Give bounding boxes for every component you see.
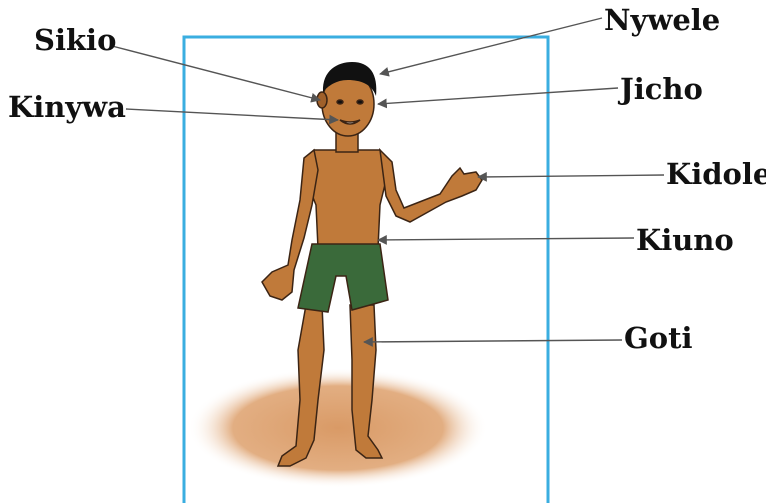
label-sikio: Sikio [34, 26, 116, 55]
pointer-kinywa [126, 109, 338, 120]
pointer-kidole [478, 175, 664, 177]
label-jicho: Jicho [620, 75, 703, 104]
pointer-kiuno [378, 238, 634, 240]
pointer-sikio [112, 46, 320, 100]
eye [337, 100, 343, 104]
right-arm [380, 150, 482, 222]
green-shorts [298, 244, 388, 312]
eye [357, 100, 363, 104]
label-kinywa: Kinywa [8, 93, 126, 122]
label-kidole: Kidole [666, 160, 766, 189]
pointer-jicho [378, 88, 618, 104]
label-goti: Goti [624, 324, 693, 353]
ground-shadow [188, 368, 488, 488]
label-nywele: Nywele [604, 6, 720, 35]
pointer-goti [364, 340, 622, 342]
pointer-nywele [380, 18, 602, 74]
label-kiuno: Kiuno [636, 226, 734, 255]
